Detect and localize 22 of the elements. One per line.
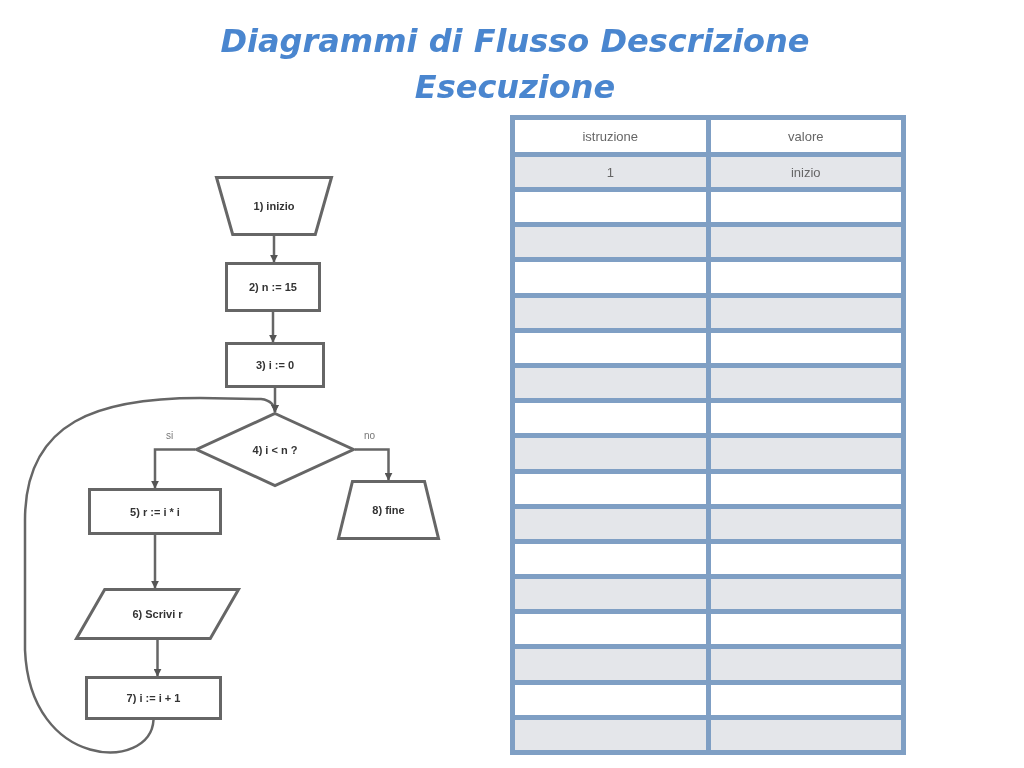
node-label: 4) i < n ? xyxy=(252,443,298,456)
title: Diagrammi di Flusso Descrizione Esecuzione xyxy=(219,21,811,108)
arrow xyxy=(23,396,279,754)
node-label: 1) inizio xyxy=(253,200,295,212)
node-label: 7) i := i + 1 xyxy=(126,692,181,704)
arrow xyxy=(153,640,162,677)
arrow xyxy=(269,312,277,343)
node-label: 5) r := i * i xyxy=(130,505,180,518)
cell-text: inizio xyxy=(790,164,821,180)
node-label: 3) i := 0 xyxy=(255,359,295,371)
node-label: 6) Scrivi r xyxy=(132,608,183,620)
arrow xyxy=(270,236,278,263)
node-label: 8) fine xyxy=(372,504,405,516)
arrow xyxy=(151,535,159,589)
arrow xyxy=(151,448,195,489)
edge-label: si xyxy=(164,430,176,441)
edge-label: no xyxy=(362,430,378,441)
node-label: 2) n := 15 xyxy=(249,281,297,293)
cell-text: valore xyxy=(788,128,824,144)
arrow xyxy=(355,448,393,481)
cell-text: istruzione xyxy=(582,128,639,144)
cell-text: 1 xyxy=(606,164,614,180)
